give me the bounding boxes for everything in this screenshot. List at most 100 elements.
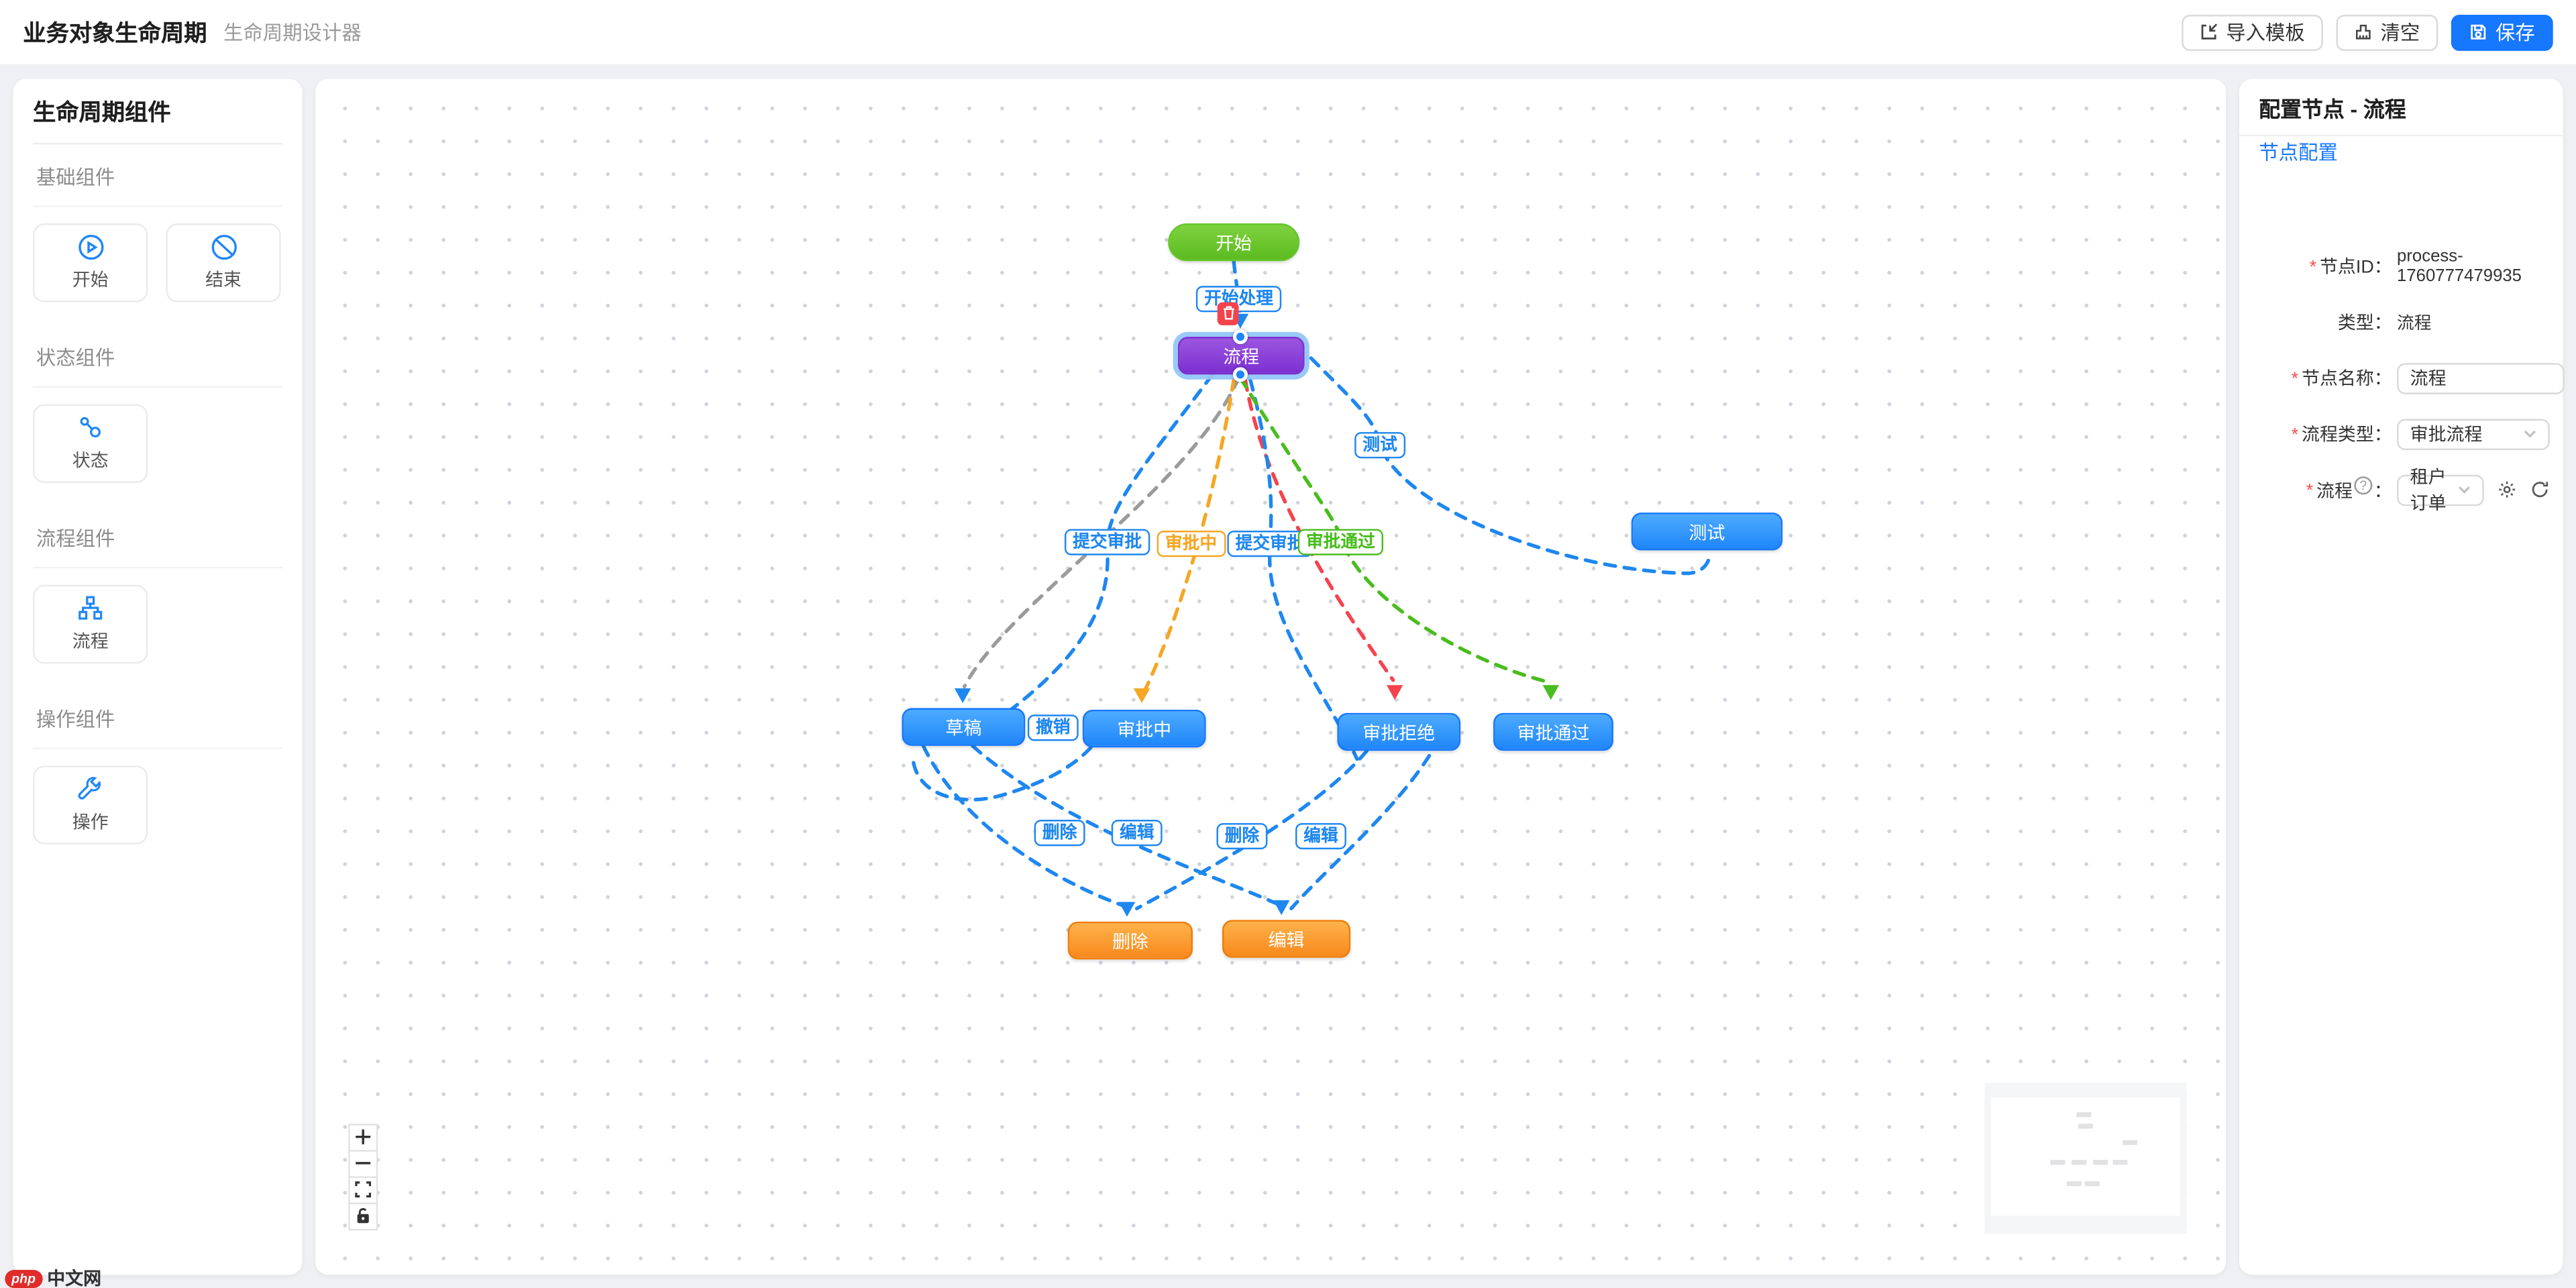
component-card-结束[interactable]: 结束	[166, 223, 281, 303]
save-icon	[2469, 23, 2487, 41]
minimap-node	[2078, 1124, 2094, 1129]
zoom-in-button[interactable]	[348, 1124, 378, 1152]
page-subtitle: 生命周期设计器	[223, 21, 362, 45]
tab-node-config[interactable]: 节点配置	[2259, 141, 2338, 164]
minimap-node	[2050, 1159, 2065, 1165]
flow-canvas[interactable]: 开始流程测试草稿审批中审批拒绝审批通过删除编辑开始处理提交审批审批中提交审批审批…	[315, 78, 2226, 1275]
field-node-id: *节点ID： process-1760777479935	[2255, 246, 2549, 286]
flow-edge[interactable]	[1309, 356, 1713, 576]
edge-label[interactable]: 测试	[1354, 432, 1406, 459]
canvas-controls	[348, 1124, 378, 1231]
sidebar-section-label: 基础组件	[32, 145, 283, 207]
edge-label[interactable]: 编辑	[1111, 820, 1163, 847]
lock-button[interactable]	[348, 1202, 378, 1231]
site-watermark: php 中文网	[5, 1265, 101, 1288]
zoom-out-icon	[355, 1152, 371, 1175]
edge-label[interactable]: 撤销	[1027, 714, 1079, 741]
state-branch-icon	[77, 414, 103, 440]
delete-node-button[interactable]	[1217, 302, 1239, 325]
edge-label[interactable]: 删除	[1216, 822, 1268, 850]
type-value: 流程	[2397, 313, 2432, 333]
component-card-状态[interactable]: 状态	[32, 404, 148, 484]
header: 业务对象生命周期 生命周期设计器 导入模板 清空 保存	[0, 0, 2576, 66]
canvas-node-edit[interactable]: 编辑	[1222, 920, 1351, 958]
play-circle-icon	[76, 233, 105, 260]
canvas-node-test[interactable]: 测试	[1631, 513, 1783, 551]
minimap-node	[2072, 1159, 2087, 1165]
lock-icon	[355, 1205, 371, 1228]
edge-arrowhead	[1273, 900, 1290, 916]
chevron-down-icon	[2524, 424, 2537, 443]
edge-label[interactable]: 提交审批	[1064, 529, 1150, 555]
node-name-input[interactable]	[2397, 362, 2565, 394]
wrench-icon	[77, 775, 103, 802]
field-type: 类型： 流程	[2255, 304, 2549, 340]
minimap-viewport[interactable]	[1991, 1097, 2180, 1216]
stop-icon	[209, 233, 237, 260]
config-panel-title: 配置节点 - 流程	[2239, 79, 2563, 137]
flow-edge[interactable]	[911, 745, 1093, 802]
minimap-node	[2076, 1112, 2092, 1118]
connection-port[interactable]	[1232, 367, 1248, 382]
flow-edge[interactable]	[1243, 378, 1395, 682]
chevron-down-icon	[2458, 480, 2471, 499]
node-id-value: process-1760777479935	[2397, 246, 2522, 286]
edge-label[interactable]: 删除	[1034, 820, 1085, 847]
field-flow: *流程?： 租户订单	[2255, 468, 2549, 515]
canvas-node-approved[interactable]: 审批通过	[1493, 712, 1613, 751]
sidebar-section-label: 状态组件	[32, 325, 283, 388]
required-mark: *	[2309, 258, 2317, 278]
fit-view-icon	[355, 1179, 372, 1201]
page-title: 业务对象生命周期	[23, 19, 207, 46]
minimap-node	[2112, 1159, 2128, 1165]
gear-icon[interactable]	[2497, 480, 2516, 499]
minimap-node	[2123, 1140, 2138, 1145]
canvas-node-delete[interactable]: 删除	[1067, 921, 1193, 960]
minimap-node	[2093, 1159, 2108, 1165]
sidebar-title: 生命周期组件	[32, 95, 283, 145]
minimap-node	[2066, 1181, 2082, 1187]
edge-arrowhead	[1118, 902, 1136, 917]
canvas-node-draft[interactable]: 草稿	[902, 708, 1026, 746]
edge-arrowhead	[954, 688, 971, 704]
sidebar-section-label: 流程组件	[32, 506, 283, 569]
component-card-流程[interactable]: 流程	[32, 584, 148, 664]
clear-button[interactable]: 清空	[2336, 13, 2438, 50]
zoom-out-button[interactable]	[348, 1150, 378, 1178]
import-template-button[interactable]: 导入模板	[2182, 13, 2323, 50]
edge-label[interactable]: 审批中	[1157, 531, 1226, 557]
canvas-node-start[interactable]: 开始	[1168, 223, 1300, 262]
edge-arrowhead	[1133, 688, 1150, 704]
save-button[interactable]: 保存	[2451, 13, 2553, 50]
php-logo: php	[5, 1269, 42, 1287]
edge-label[interactable]: 编辑	[1295, 822, 1346, 850]
component-card-开始[interactable]: 开始	[32, 223, 148, 303]
help-icon[interactable]: ?	[2354, 476, 2373, 494]
minimap[interactable]	[1984, 1082, 2187, 1234]
field-flow-type: *流程类型： 审批流程	[2255, 416, 2550, 452]
trash-icon	[1222, 299, 1235, 329]
flow-type-select[interactable]: 审批流程	[2397, 418, 2550, 449]
canvas-node-approving[interactable]: 审批中	[1082, 709, 1206, 748]
import-icon	[2200, 23, 2218, 41]
refresh-icon[interactable]	[2530, 480, 2549, 499]
flow-edge[interactable]	[921, 744, 1124, 908]
flow-edge[interactable]	[1289, 753, 1432, 910]
sidebar-section-label: 操作组件	[32, 687, 283, 749]
edge-label[interactable]: 审批通过	[1297, 529, 1384, 555]
edge-arrowhead	[1542, 685, 1560, 700]
config-panel: 配置节点 - 流程 节点配置 *节点ID： process-1760777479…	[2239, 78, 2565, 1275]
flow-edge[interactable]	[1238, 376, 1550, 684]
edge-label[interactable]: 开始处理	[1195, 286, 1282, 313]
zoom-in-icon	[355, 1126, 371, 1149]
fit-view-button[interactable]	[348, 1176, 378, 1205]
canvas-node-rejected[interactable]: 审批拒绝	[1337, 712, 1461, 751]
field-node-name: *节点名称：	[2255, 360, 2565, 396]
flow-select[interactable]: 租户订单	[2397, 468, 2484, 515]
component-card-操作[interactable]: 操作	[32, 765, 148, 845]
connection-port[interactable]	[1232, 329, 1248, 345]
component-sidebar: 生命周期组件 基础组件开始结束状态组件状态流程组件流程操作组件操作	[13, 78, 303, 1275]
flow-edge[interactable]	[1248, 378, 1359, 761]
edge-arrowhead	[1386, 685, 1403, 700]
